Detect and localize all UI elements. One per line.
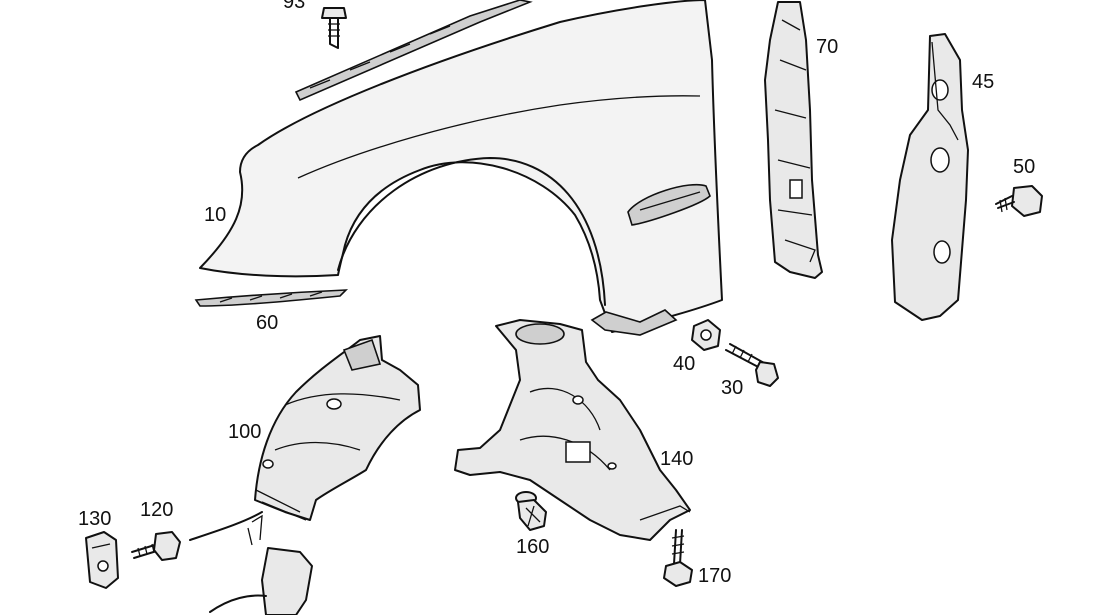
part-label-70: 70 <box>816 36 839 58</box>
fender-part-10 <box>199 0 723 336</box>
clip-part-160 <box>515 491 547 531</box>
part-label-120: 120 <box>140 499 174 521</box>
part-label-10: 10 <box>204 204 227 226</box>
part-label-45: 45 <box>972 71 995 93</box>
part-label-40: 40 <box>673 353 696 375</box>
bolt-part-50 <box>995 185 1043 217</box>
part-label-60: 60 <box>256 312 279 334</box>
part-label-30: 30 <box>721 377 744 399</box>
bracket-bottom-part <box>209 514 313 615</box>
part-label-100: 100 <box>228 421 262 443</box>
part-label-170: 170 <box>698 565 732 587</box>
screw-part-120 <box>131 531 181 561</box>
part-label-140: 140 <box>660 448 694 470</box>
part-label-130: 130 <box>78 508 112 530</box>
clip-nut-part-130 <box>85 531 119 589</box>
part-label-93: 93 <box>283 0 306 13</box>
nut-part-40 <box>691 319 721 351</box>
screw-part-30 <box>725 343 779 387</box>
strip-part-60 <box>194 289 349 307</box>
panel-part-45 <box>891 33 969 321</box>
screw-part-170 <box>663 529 693 587</box>
part-label-160: 160 <box>516 536 550 558</box>
bracket-part-70 <box>764 1 823 279</box>
part-label-50: 50 <box>1013 156 1036 178</box>
liner-part-100 <box>189 335 421 541</box>
liner-part-140 <box>454 319 691 541</box>
